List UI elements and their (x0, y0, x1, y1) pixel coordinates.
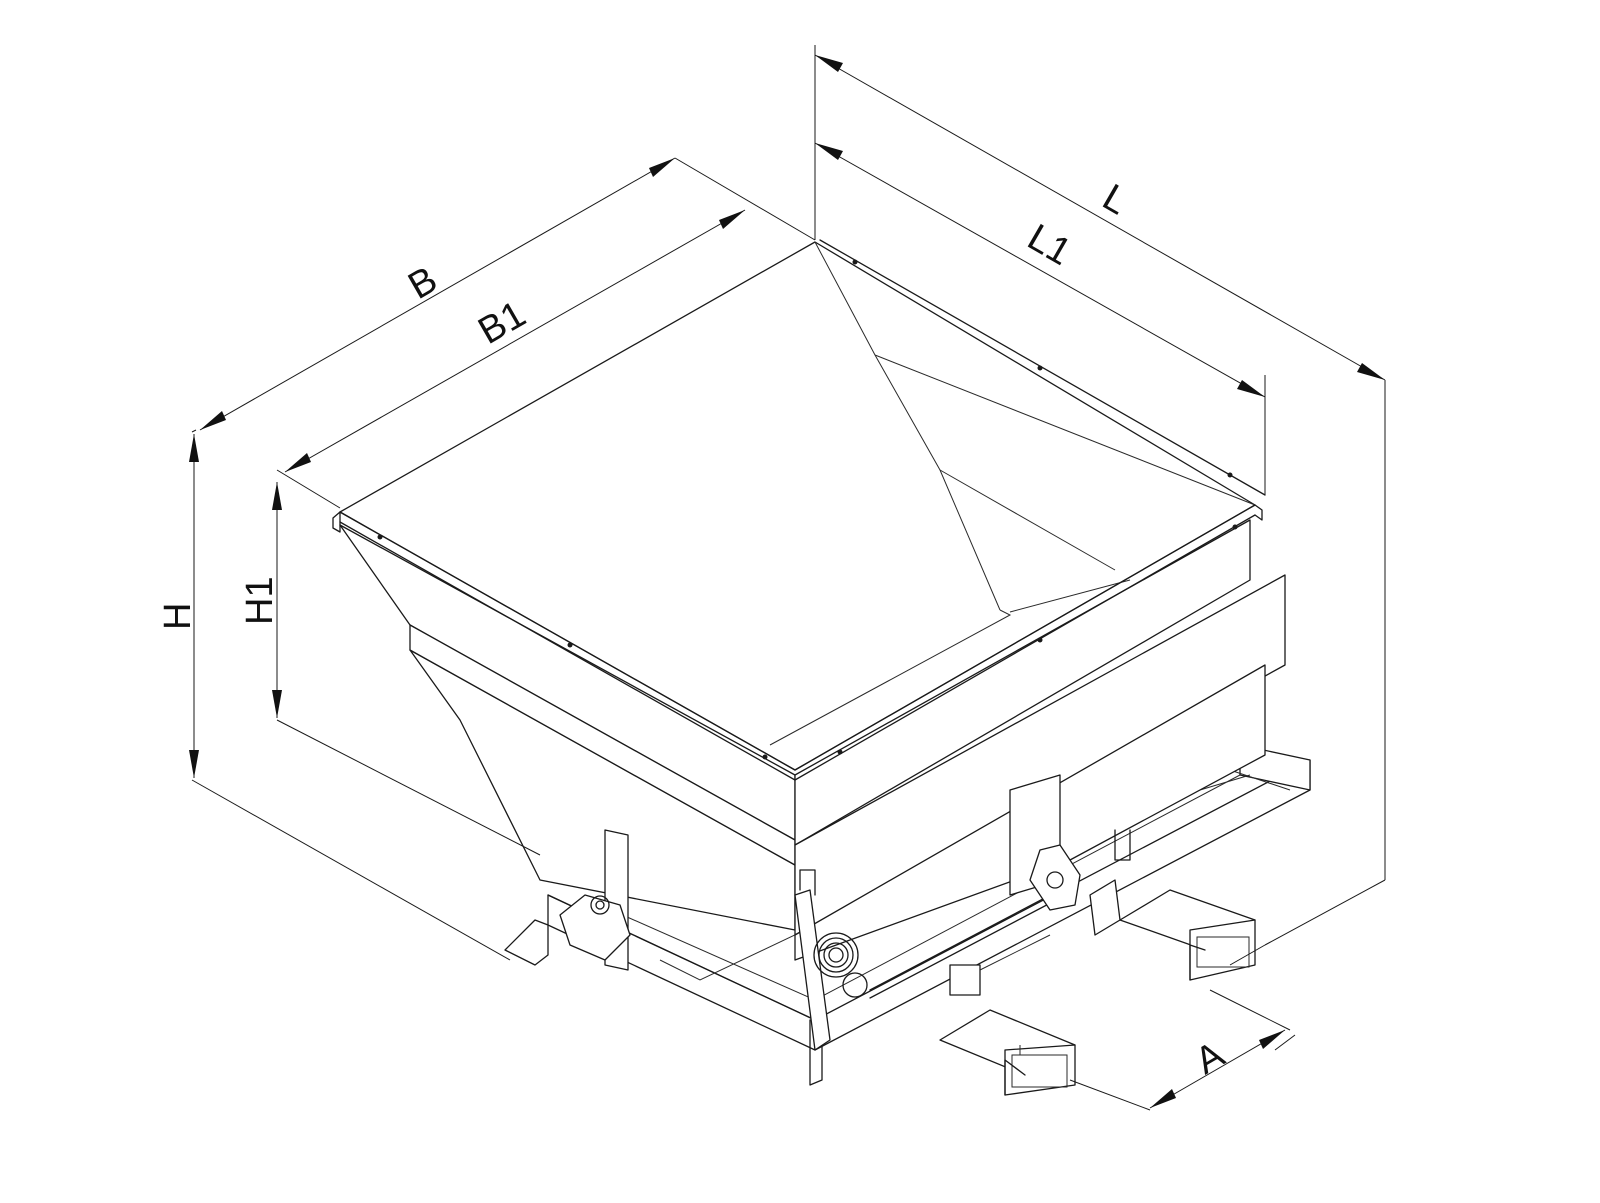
tipping-mechanism (559, 829, 1131, 1051)
dim-label-L: L (1096, 176, 1135, 223)
hopper-body (339, 239, 1286, 971)
dim-label-H1: H1 (239, 576, 281, 625)
dim-label-L1: L1 (1021, 216, 1079, 274)
spring-coil (813, 932, 859, 978)
hopper-rim (332, 241, 1263, 781)
dim-label-B: B (402, 259, 445, 308)
dim-label-A: A (1189, 1033, 1233, 1082)
dimension-lines (189, 45, 1386, 1111)
dim-label-B1: B1 (472, 293, 533, 353)
dim-label-H: H (157, 603, 199, 630)
fork-pockets (939, 889, 1256, 1096)
